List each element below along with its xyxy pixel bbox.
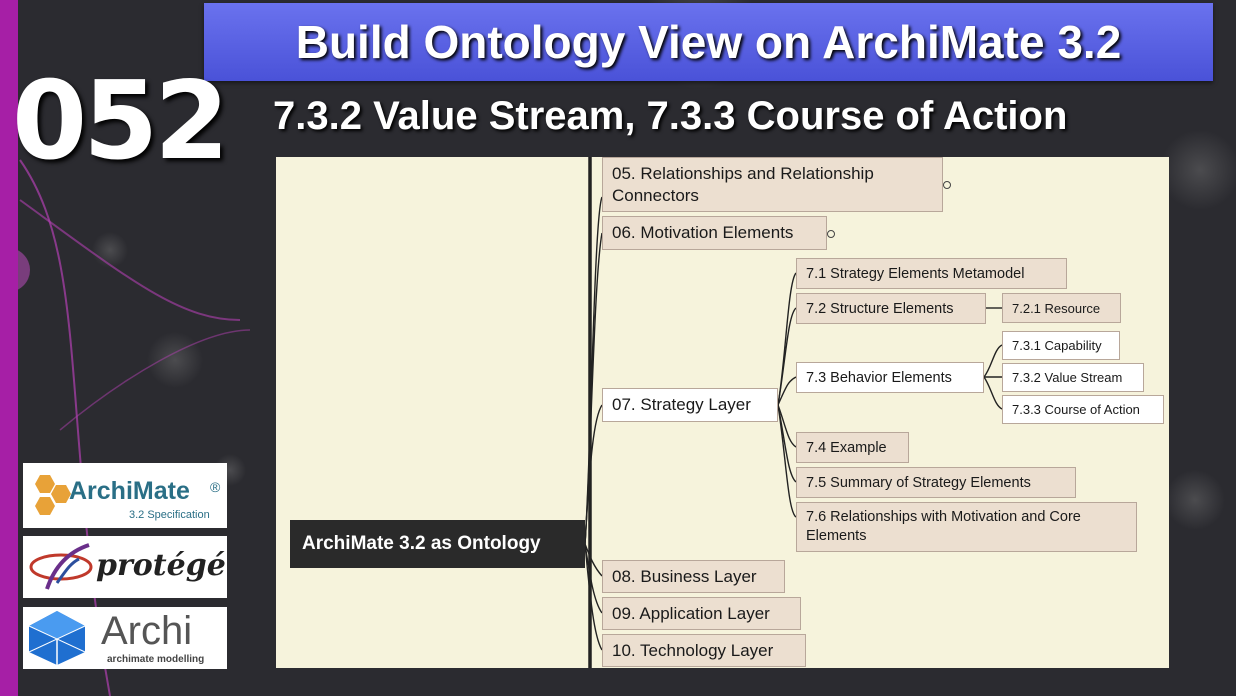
node-label: 09. Application Layer (612, 603, 770, 623)
node-capability[interactable]: 7.3.1 Capability (1002, 331, 1120, 360)
mindmap-root-node[interactable]: ArchiMate 3.2 as Ontology (290, 520, 585, 568)
node-label: 07. Strategy Layer (612, 395, 751, 414)
node-label: 7.6 Relationships with Motivation and Co… (806, 509, 1081, 544)
node-label: 7.3.2 Value Stream (1012, 370, 1123, 385)
node-example[interactable]: 7.4 Example (796, 432, 909, 463)
node-label: 08. Business Layer (612, 566, 757, 586)
node-resource[interactable]: 7.2.1 Resource (1002, 293, 1121, 323)
archi-logo-text: Archi (101, 609, 193, 653)
node-business-layer[interactable]: 08. Business Layer (602, 560, 785, 593)
node-strategy-metamodel[interactable]: 7.1 Strategy Elements Metamodel (796, 258, 1067, 289)
node-technology-layer[interactable]: 10. Technology Layer (602, 634, 806, 667)
archimate-logo: ArchiMate ® 3.2 Specification (23, 463, 227, 528)
node-label: 7.2 Structure Elements (806, 300, 954, 317)
archimate-logo-subtitle: 3.2 Specification (129, 509, 210, 521)
node-label: 7.2.1 Resource (1012, 300, 1101, 316)
node-label: 7.3 Behavior Elements (806, 369, 952, 386)
node-behavior-elements[interactable]: 7.3 Behavior Elements (796, 362, 984, 393)
node-strategy-layer[interactable]: 07. Strategy Layer (602, 388, 778, 422)
side-stripe (0, 0, 18, 696)
archi-logo-subtitle: archimate modelling (107, 654, 205, 665)
collapse-toggle[interactable] (943, 181, 951, 189)
node-relationships-motivation-core[interactable]: 7.6 Relationships with Motivation and Co… (796, 502, 1137, 552)
node-label: 05. Relationships and Relationship Conne… (612, 163, 874, 205)
episode-number: 052 (12, 59, 229, 184)
archi-logo: Archi archimate modelling (23, 607, 227, 669)
collapse-toggle[interactable] (827, 230, 835, 238)
node-structure-elements[interactable]: 7.2 Structure Elements (796, 293, 986, 324)
episode-subtitle: 7.3.2 Value Stream, 7.3.3 Course of Acti… (273, 94, 1068, 138)
node-label: 06. Motivation Elements (612, 223, 794, 242)
protege-logo: protégé (23, 536, 227, 598)
archimate-logo-text: ArchiMate (69, 477, 190, 505)
node-label: 10. Technology Layer (612, 640, 774, 660)
node-application-layer[interactable]: 09. Application Layer (602, 597, 801, 630)
protege-swirl-icon (29, 543, 93, 590)
node-label: 7.3.3 Course of Action (1012, 402, 1140, 417)
archimate-hexagon-icon (35, 475, 71, 515)
mindmap-canvas: ArchiMate 3.2 as Ontology 05. Relationsh… (276, 157, 1169, 668)
node-value-stream[interactable]: 7.3.2 Value Stream (1002, 363, 1144, 392)
node-relationships[interactable]: 05. Relationships and Relationship Conne… (602, 157, 943, 212)
node-label: 7.5 Summary of Strategy Elements (806, 474, 1031, 491)
node-label: 7.1 Strategy Elements Metamodel (806, 265, 1025, 282)
protege-logo-text: protégé (96, 548, 226, 583)
node-summary[interactable]: 7.5 Summary of Strategy Elements (796, 467, 1076, 498)
archi-cube-icon (28, 611, 86, 665)
page-title: Build Ontology View on ArchiMate 3.2 (204, 3, 1213, 81)
registered-mark: ® (210, 479, 221, 495)
node-label: 7.4 Example (806, 439, 887, 456)
mindmap-connectors (584, 157, 1003, 668)
node-course-of-action[interactable]: 7.3.3 Course of Action (1002, 395, 1164, 424)
node-motivation-elements[interactable]: 06. Motivation Elements (602, 216, 827, 250)
node-label: 7.3.1 Capability (1012, 338, 1102, 353)
